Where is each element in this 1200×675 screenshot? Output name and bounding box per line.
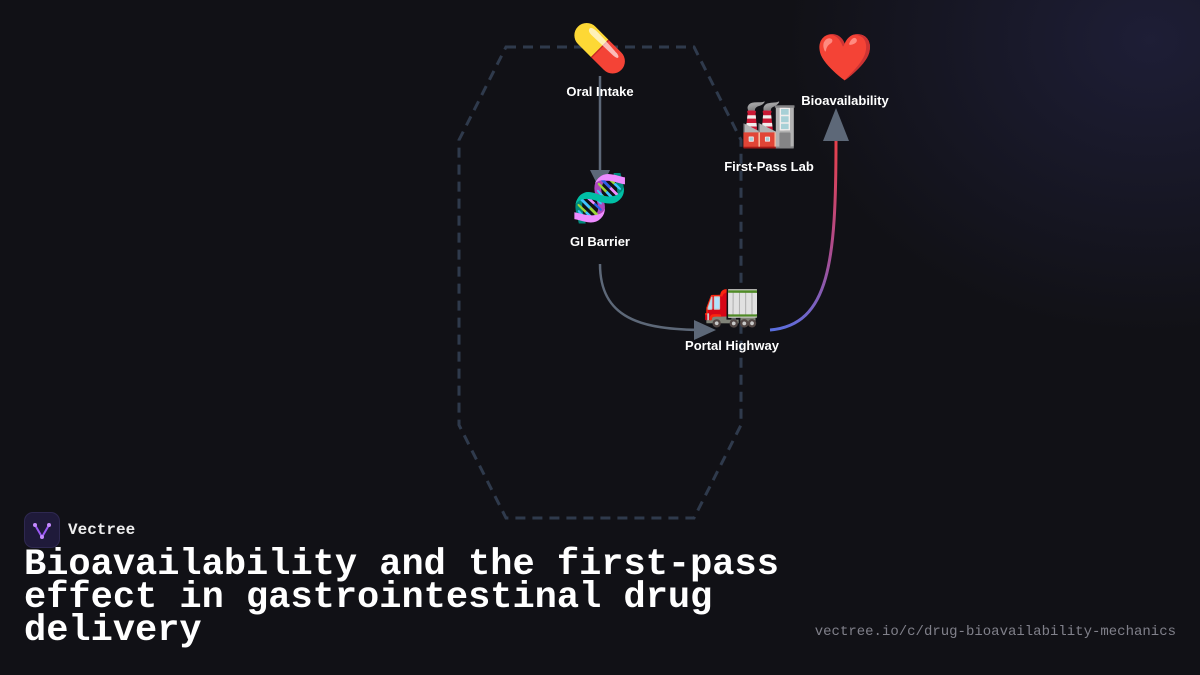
node-label: Bioavailability xyxy=(801,93,889,108)
page-title: Bioavailability and the first-pass effec… xyxy=(24,544,779,652)
edge-portal-to-bio xyxy=(769,139,838,332)
node-first-pass-lab: 🏭 First-Pass Lab xyxy=(724,95,814,174)
node-label: Portal Highway xyxy=(685,338,779,353)
dna-icon: 🧬 xyxy=(571,171,629,225)
arrowhead-bio xyxy=(823,108,849,141)
node-bioavailability: ❤️ Bioavailability xyxy=(801,29,888,108)
node-oral-intake: 💊 Oral Intake xyxy=(566,20,633,99)
node-label: First-Pass Lab xyxy=(724,159,814,174)
edge-gi-to-portal xyxy=(598,263,706,332)
vectree-logo-icon xyxy=(24,512,60,548)
brand: Vectree xyxy=(24,512,135,548)
node-label: Oral Intake xyxy=(566,84,634,99)
gut-boundary xyxy=(457,45,743,520)
node-gi-barrier: 🧬 GI Barrier xyxy=(570,170,630,249)
brand-name: Vectree xyxy=(68,521,136,539)
heart-icon: ❤️ xyxy=(816,30,874,84)
factory-icon: 🏭 xyxy=(740,96,798,150)
arrowhead-portal xyxy=(694,320,716,340)
node-label: GI Barrier xyxy=(570,234,630,249)
pill-icon: 💊 xyxy=(571,21,629,75)
truck-icon: 🚛 xyxy=(703,275,761,329)
node-portal-highway: 🚛 Portal Highway xyxy=(685,274,779,353)
source-url[interactable]: vectree.io/c/drug-bioavailability-mechan… xyxy=(814,624,1176,640)
arrowhead-gi xyxy=(590,170,610,190)
